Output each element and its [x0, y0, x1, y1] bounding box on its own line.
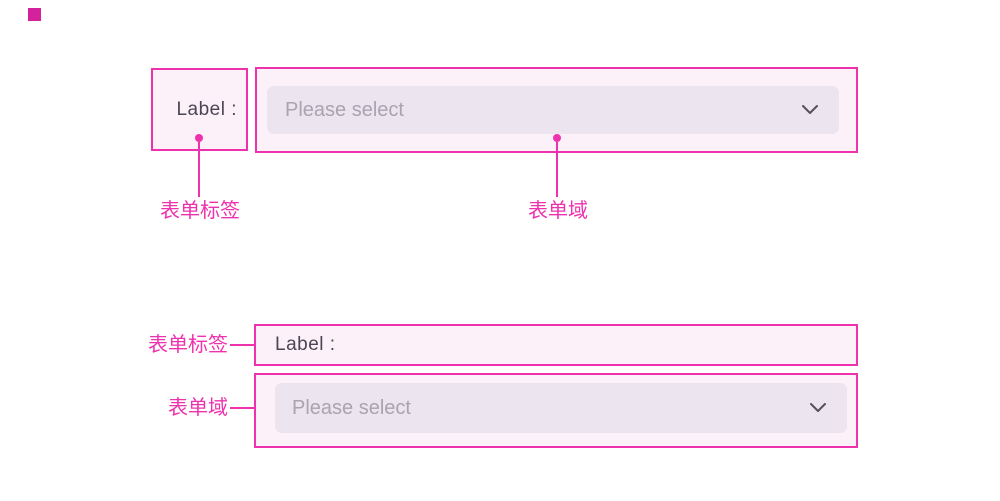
select-input[interactable]: Please select — [267, 86, 839, 134]
horizontal-form-field-box: Please select — [255, 67, 858, 153]
annotation-form-field: 表单域 — [168, 397, 228, 419]
vertical-form-field-box: Please select — [254, 373, 858, 448]
select-placeholder: Please select — [292, 396, 411, 419]
annotation-form-field: 表单域 — [528, 200, 588, 222]
annotation-line — [230, 344, 260, 346]
chevron-down-icon — [810, 403, 826, 413]
chevron-down-icon — [802, 105, 818, 115]
annotation-form-label: 表单标签 — [148, 334, 228, 356]
annotation-line — [556, 142, 558, 197]
brand-square-icon — [28, 8, 41, 21]
select-input[interactable]: Please select — [275, 383, 847, 433]
select-placeholder: Please select — [285, 98, 404, 121]
annotation-dot — [195, 134, 203, 142]
form-label-text: Label : — [275, 334, 336, 355]
form-label-text: Label : — [176, 98, 237, 120]
annotation-dot — [553, 134, 561, 142]
annotation-form-label: 表单标签 — [160, 200, 240, 222]
annotation-line — [230, 407, 260, 409]
vertical-form-label-box: Label : — [254, 324, 858, 366]
annotation-line — [198, 142, 200, 197]
